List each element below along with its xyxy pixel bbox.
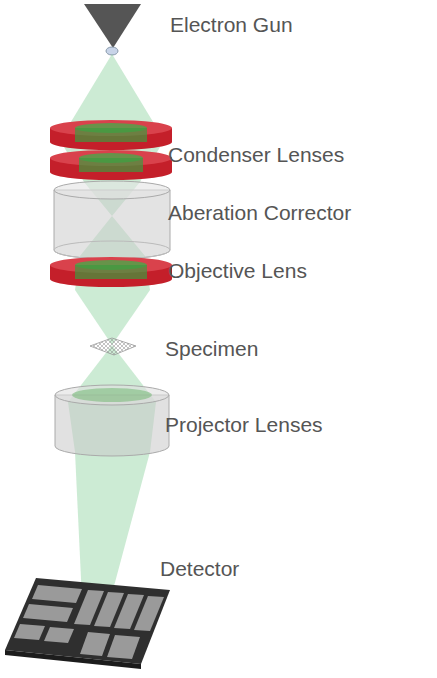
detector bbox=[5, 578, 170, 669]
part-label: Projector Lenses bbox=[165, 413, 323, 436]
gun-tip bbox=[106, 47, 118, 55]
part-label: Objective Lens bbox=[168, 259, 307, 282]
aberration-corrector bbox=[54, 181, 170, 259]
part-label: Specimen bbox=[165, 337, 258, 360]
objective-lens bbox=[50, 257, 172, 287]
part-label: Aberation Corrector bbox=[168, 201, 351, 224]
condenser-lens bbox=[50, 150, 172, 180]
part-label: Detector bbox=[160, 557, 239, 580]
condenser-lens bbox=[50, 120, 172, 150]
part-label: Condenser Lenses bbox=[168, 143, 344, 166]
part-label: Electron Gun bbox=[170, 13, 293, 36]
electron-gun bbox=[84, 4, 141, 48]
specimen-grid bbox=[90, 338, 136, 355]
projector-lens bbox=[55, 385, 169, 456]
